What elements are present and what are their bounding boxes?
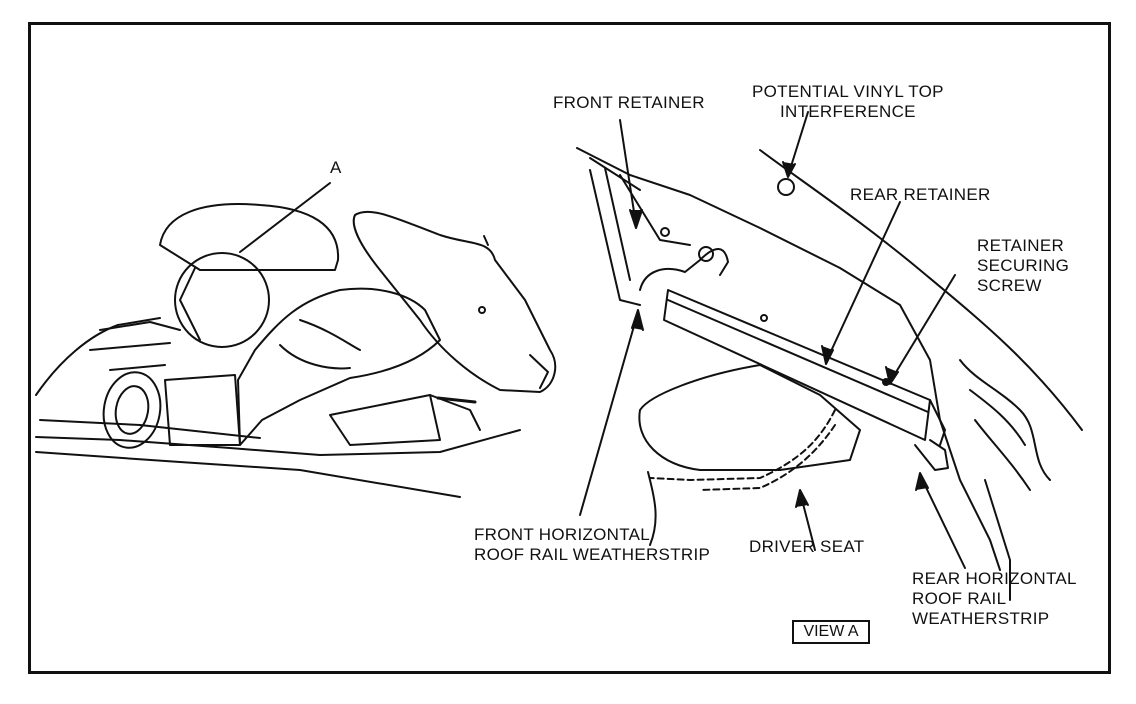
- front-horizontal-label: FRONT HORIZONTAL ROOF RAIL WEATHERSTRIP: [474, 525, 711, 564]
- retainer-screw-label: RETAINER SECURING SCREW: [977, 236, 1070, 295]
- view-a-label: VIEW A: [792, 620, 870, 644]
- car-overview-drawing: [35, 182, 557, 498]
- callout-a-label: A: [330, 158, 342, 177]
- potential-vinyl-label: POTENTIAL VINYL TOP INTERFERENCE: [752, 82, 944, 121]
- rear-retainer-label: REAR RETAINER: [850, 185, 991, 204]
- view-a-drawing: [576, 111, 1083, 601]
- driver-seat-label: DRIVER SEAT: [749, 537, 865, 556]
- rear-horizontal-label: REAR HORIZONTAL ROOF RAIL WEATHERSTRIP: [912, 569, 1077, 628]
- diagram-frame: [28, 22, 1111, 674]
- front-retainer-label: FRONT RETAINER: [553, 93, 705, 112]
